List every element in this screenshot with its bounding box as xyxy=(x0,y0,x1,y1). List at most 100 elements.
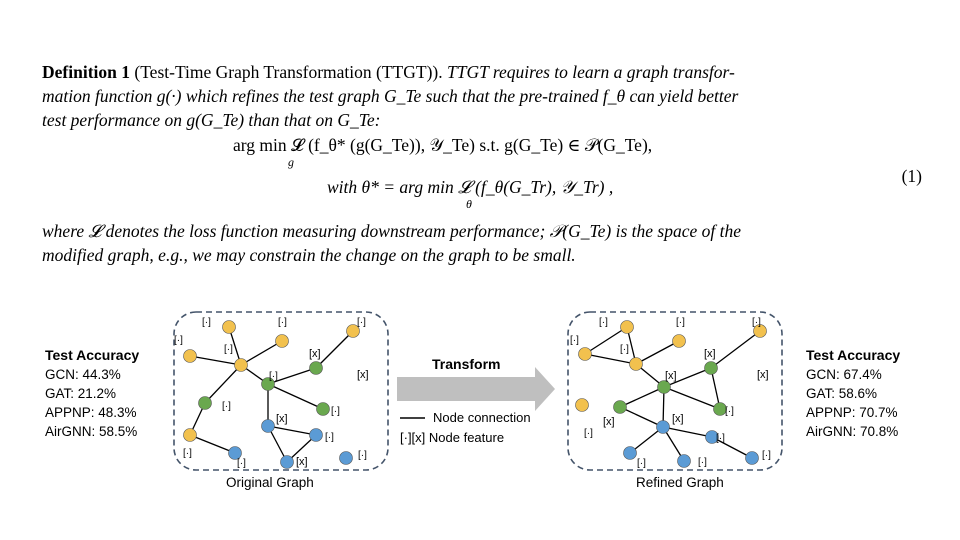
original-graph-feature-tag: [x] xyxy=(276,413,288,425)
refined-graph-feature-tag: [·] xyxy=(570,335,579,346)
definition-line1: TTGT requires to learn a graph transfor- xyxy=(446,62,735,82)
right-accuracy-gcn: GCN: 67.4% xyxy=(806,367,882,382)
refined-graph-edge xyxy=(663,367,712,388)
original-graph-node xyxy=(183,349,197,363)
original-graph-feature-tag: [·] xyxy=(222,401,231,412)
definition-line3: test performance on g(G_Te) than that on… xyxy=(42,110,381,130)
refined-graph-feature-tag: [·] xyxy=(599,317,608,328)
refined-graph-feature-tag: [x] xyxy=(603,416,615,428)
left-accuracy-title: Test Accuracy xyxy=(45,347,140,363)
refined-graph-node xyxy=(575,398,589,412)
original-graph-node xyxy=(339,451,353,465)
right-accuracy-appnp: APPNP: 70.7% xyxy=(806,405,898,420)
refined-graph-feature-tag: [·] xyxy=(620,344,629,355)
right-accuracy-panel: Test Accuracy GCN: 67.4% GAT: 58.6% APPN… xyxy=(806,346,900,441)
original-graph-node xyxy=(309,428,323,442)
definition-line4: where 𝓛 denotes the loss function measur… xyxy=(42,221,742,241)
refined-graph-feature-tag: [x] xyxy=(704,348,716,360)
refined-graph-edge xyxy=(584,326,628,355)
transform-arrow-icon xyxy=(397,367,555,411)
original-graph-feature-tag: [·] xyxy=(325,432,334,443)
equation-1-subscript: g xyxy=(288,155,294,169)
original-graph-edge xyxy=(267,367,317,385)
transform-label: Transform xyxy=(432,356,501,372)
definition-title-paren: (Test-Time Graph Transformation (TTGT)). xyxy=(134,62,443,82)
refined-graph-edge xyxy=(710,367,721,410)
refined-graph-feature-tag: [·] xyxy=(725,406,734,417)
refined-graph-caption: Refined Graph xyxy=(636,475,724,490)
refined-graph-feature-tag: [·] xyxy=(752,317,761,328)
refined-graph-edge xyxy=(710,330,761,369)
refined-graph-node xyxy=(623,446,637,460)
original-graph-feature-tag: [·] xyxy=(183,448,192,459)
refined-graph-edge xyxy=(619,406,664,428)
refined-graph-feature-tag: [·] xyxy=(584,428,593,439)
refined-graph-feature-tag: [x] xyxy=(672,413,684,425)
original-graph: [·] [·] [·] [·] [·] [x] [·] [x] [·] [·] [x] [·] [·] [… xyxy=(173,311,389,471)
original-graph-caption: Original Graph xyxy=(226,475,314,490)
original-graph-node xyxy=(261,419,275,433)
original-graph-node xyxy=(234,358,248,372)
left-accuracy-gat: GAT: 21.2% xyxy=(45,386,117,401)
original-graph-dashed-border xyxy=(173,311,389,471)
definition-line-1: Definition 1 (Test-Time Graph Transforma… xyxy=(42,62,735,82)
equation-number: (1) xyxy=(901,166,922,186)
original-graph-feature-tag: [·] xyxy=(202,317,211,328)
original-graph-edge xyxy=(189,355,242,366)
left-accuracy-airgnn: AirGNN: 58.5% xyxy=(45,424,138,439)
original-graph-edge xyxy=(189,434,236,454)
original-graph-node xyxy=(280,455,294,469)
refined-graph-node xyxy=(677,454,691,468)
original-graph-feature-tag: [·] xyxy=(174,335,183,346)
refined-graph-node xyxy=(613,400,627,414)
original-graph-edge xyxy=(315,330,354,369)
original-graph-feature-tag: [·] xyxy=(269,371,278,382)
original-graph-node xyxy=(183,428,197,442)
original-graph-node xyxy=(228,446,242,460)
original-graph-edge xyxy=(204,364,242,404)
right-accuracy-title: Test Accuracy xyxy=(806,347,901,363)
refined-graph-node xyxy=(672,334,686,348)
original-graph-feature-tag: [x] xyxy=(357,369,369,381)
refined-graph-node xyxy=(713,402,727,416)
refined-graph-edge xyxy=(619,386,665,408)
legend-feature-label: [·][x] Node feature xyxy=(400,430,505,445)
original-graph-feature-tag: [·] xyxy=(237,458,246,469)
refined-graph-feature-tag: [·] xyxy=(762,450,771,461)
original-graph-edge xyxy=(267,383,324,410)
refined-graph-edge xyxy=(629,426,664,454)
refined-graph-node xyxy=(578,347,592,361)
original-graph-feature-tag: [·] xyxy=(331,406,340,417)
refined-graph-node xyxy=(629,357,643,371)
refined-graph-edge xyxy=(662,426,713,438)
left-accuracy-gcn: GCN: 44.3% xyxy=(45,367,121,382)
original-graph-feature-tag: [x] xyxy=(309,348,321,360)
equation-2-subscript: θ xyxy=(466,197,472,211)
refined-graph-feature-tag: [·] xyxy=(698,457,707,468)
refined-graph-feature-tag: [x] xyxy=(757,369,769,381)
original-graph-node xyxy=(261,377,275,391)
definition-title: Definition 1 xyxy=(42,62,130,82)
refined-graph-edge xyxy=(635,340,680,365)
definition-line2: mation function g(·) which refines the t… xyxy=(42,86,739,106)
original-graph-node xyxy=(222,320,236,334)
refined-graph-feature-tag: [·] xyxy=(676,317,685,328)
left-accuracy-appnp: APPNP: 48.3% xyxy=(45,405,137,420)
refined-graph-node xyxy=(704,361,718,375)
original-graph-feature-tag: [·] xyxy=(357,317,366,328)
refined-graph-node xyxy=(657,380,671,394)
definition-line5: modified graph, e.g., we may constrain t… xyxy=(42,245,576,265)
original-graph-edge xyxy=(267,425,317,436)
original-graph-feature-tag: [x] xyxy=(296,456,308,468)
refined-graph-node xyxy=(620,320,634,334)
refined-graph-feature-tag: [x] xyxy=(665,370,677,382)
original-graph-feature-tag: [·] xyxy=(224,344,233,355)
right-accuracy-airgnn: AirGNN: 70.8% xyxy=(806,424,899,439)
refined-graph-feature-tag: [·] xyxy=(716,433,725,444)
refined-graph-node xyxy=(656,420,670,434)
refined-graph: [·] [·] [·] [·] [·] [x] [x] [x] [x] [·] [x] [·] [·] [… xyxy=(567,311,783,471)
original-graph-feature-tag: [·] xyxy=(278,317,287,328)
refined-graph-dashed-border xyxy=(567,311,783,471)
transform-section xyxy=(397,367,555,419)
